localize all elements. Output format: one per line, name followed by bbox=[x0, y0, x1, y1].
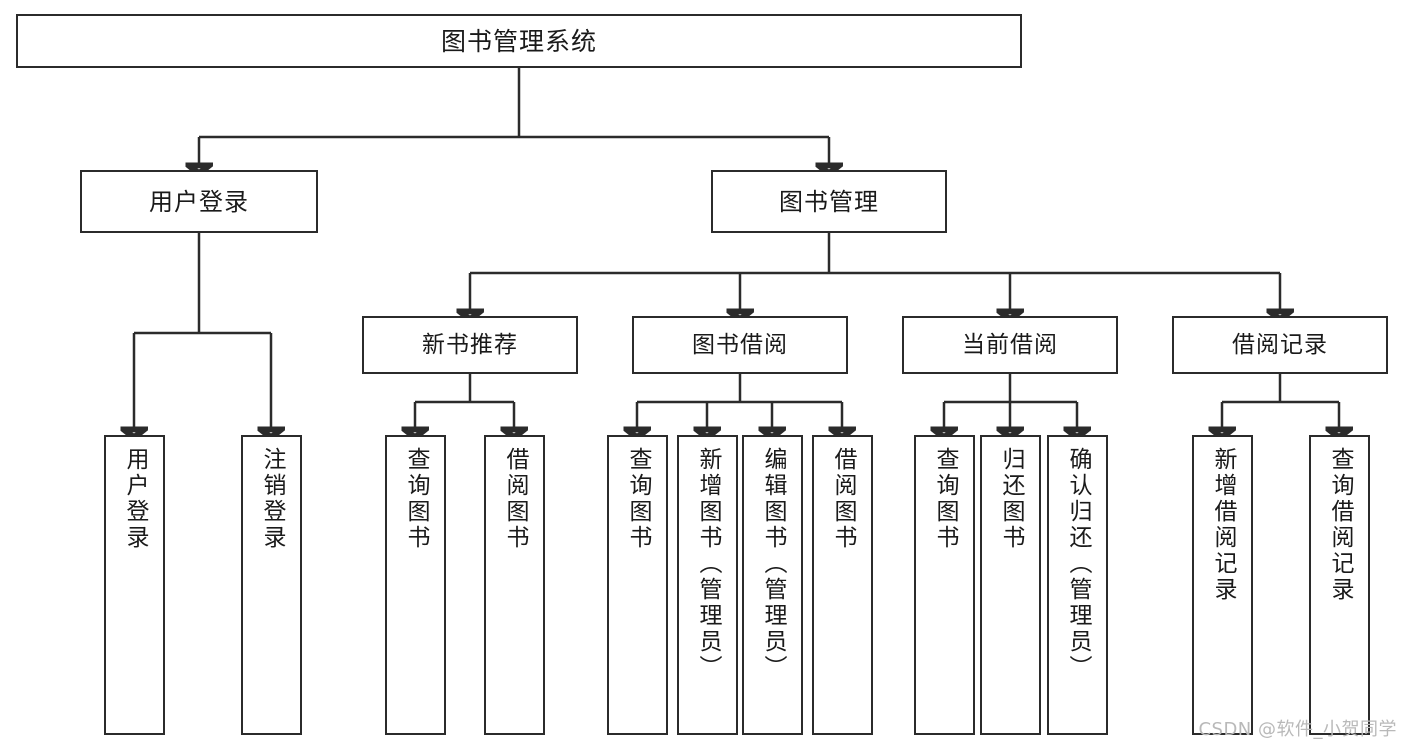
node-label: 当前借阅 bbox=[962, 331, 1058, 358]
node-leaf-borrow-book-recommend[interactable]: 借阅图书 bbox=[484, 435, 545, 735]
node-label: 用户登录 bbox=[149, 187, 249, 216]
node-label: 图书管理系统 bbox=[440, 26, 597, 56]
node-label: 归还图书 bbox=[998, 447, 1024, 551]
node-leaf-user-logout[interactable]: 注销登录 bbox=[241, 435, 302, 735]
node-label: 确认归还（管理员） bbox=[1065, 447, 1091, 681]
node-leaf-return-book[interactable]: 归还图书 bbox=[980, 435, 1041, 735]
node-leaf-query-book-borrow[interactable]: 查询图书 bbox=[607, 435, 668, 735]
node-label: 图书管理 bbox=[779, 187, 879, 216]
node-label: 图书借阅 bbox=[692, 331, 788, 358]
node-label: 查询借阅记录 bbox=[1327, 447, 1353, 603]
csdn-watermark: CSDN @软件_小贺同学 bbox=[1198, 719, 1397, 740]
node-leaf-add-borrow-record[interactable]: 新增借阅记录 bbox=[1192, 435, 1253, 735]
node-book-borrow[interactable]: 图书借阅 bbox=[632, 316, 848, 374]
node-leaf-query-book-current[interactable]: 查询图书 bbox=[914, 435, 975, 735]
node-label: 查询图书 bbox=[403, 447, 429, 551]
node-label: 新增借阅记录 bbox=[1210, 447, 1236, 603]
node-label: 注销登录 bbox=[259, 447, 285, 551]
node-label: 借阅图书 bbox=[830, 447, 856, 551]
node-borrow-record[interactable]: 借阅记录 bbox=[1172, 316, 1388, 374]
node-current-borrow[interactable]: 当前借阅 bbox=[902, 316, 1118, 374]
node-label: 查询图书 bbox=[932, 447, 958, 551]
node-leaf-query-borrow-record[interactable]: 查询借阅记录 bbox=[1309, 435, 1370, 735]
node-leaf-user-login[interactable]: 用户登录 bbox=[104, 435, 165, 735]
node-leaf-edit-book-admin[interactable]: 编辑图书（管理员） bbox=[742, 435, 803, 735]
node-user-login[interactable]: 用户登录 bbox=[80, 170, 318, 233]
node-leaf-confirm-return-admin[interactable]: 确认归还（管理员） bbox=[1047, 435, 1108, 735]
node-label: 查询图书 bbox=[625, 447, 651, 551]
node-label: 借阅图书 bbox=[502, 447, 528, 551]
node-root-system[interactable]: 图书管理系统 bbox=[16, 14, 1022, 68]
node-label: 借阅记录 bbox=[1232, 331, 1328, 358]
node-label: 编辑图书（管理员） bbox=[760, 447, 786, 681]
node-leaf-query-book-recommend[interactable]: 查询图书 bbox=[385, 435, 446, 735]
node-leaf-add-book-admin[interactable]: 新增图书（管理员） bbox=[677, 435, 738, 735]
node-label: 新增图书（管理员） bbox=[695, 447, 721, 681]
node-book-management[interactable]: 图书管理 bbox=[711, 170, 947, 233]
node-new-book-recommend[interactable]: 新书推荐 bbox=[362, 316, 578, 374]
node-label: 用户登录 bbox=[122, 447, 148, 551]
node-leaf-borrow-book[interactable]: 借阅图书 bbox=[812, 435, 873, 735]
node-label: 新书推荐 bbox=[422, 331, 518, 358]
